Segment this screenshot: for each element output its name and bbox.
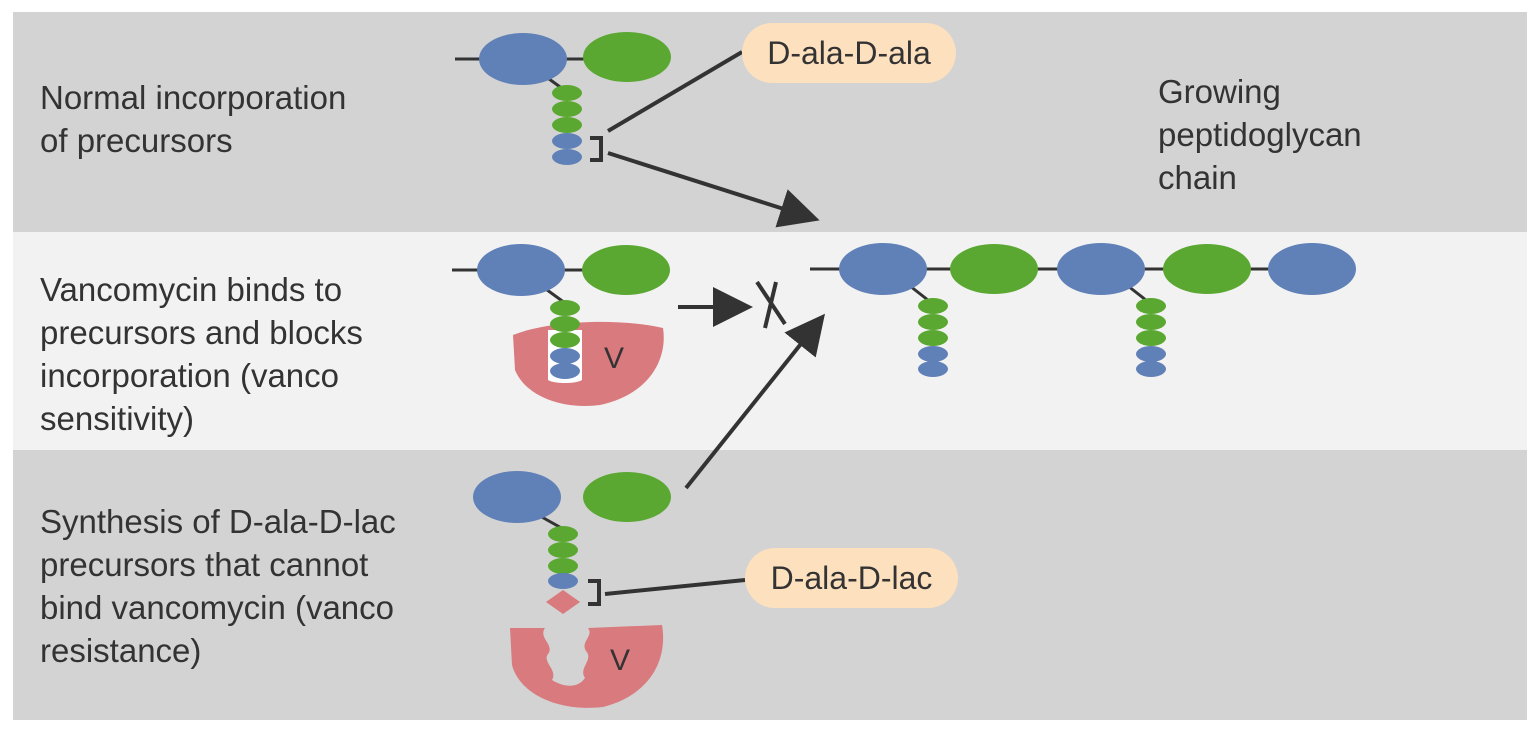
nag-sugar	[1163, 244, 1251, 294]
nam-sugar	[479, 33, 567, 85]
pill-leader-line	[606, 50, 744, 133]
peptide-residue	[552, 101, 582, 117]
peptide-residue	[548, 526, 578, 542]
d-ala-residue	[1136, 346, 1166, 362]
pill-leader-line	[604, 578, 746, 596]
nam-sugar	[1268, 243, 1356, 295]
caption-normal-incorporation: Normal incorporation of precursors	[40, 76, 346, 162]
vancomycin-symbol: V	[604, 342, 624, 375]
incorporation-arrow	[607, 151, 820, 228]
d-ala-d-lac-label: D-ala-D-lac	[745, 548, 958, 608]
vancomycin-symbol: V	[610, 644, 630, 677]
peptide-residue	[1136, 314, 1166, 330]
peptide-residue	[550, 332, 580, 348]
nam-sugar	[1057, 243, 1145, 295]
peptide-residue	[918, 314, 948, 330]
peptide-residue	[918, 298, 948, 314]
caption-line: Vancomycin binds to	[40, 271, 343, 308]
resistant-precursor: V	[473, 313, 825, 708]
peptide-residue	[918, 330, 948, 346]
normal-precursor	[455, 32, 820, 228]
d-ala-residue	[552, 149, 582, 165]
d-lac-residue	[546, 590, 580, 614]
incorporation-arrow	[684, 313, 825, 490]
caption-line: Normal incorporation	[40, 79, 347, 116]
nam-sugar	[839, 243, 927, 295]
caption-line: resistance)	[40, 632, 202, 669]
caption-line: bind vancomycin (vanco	[40, 589, 395, 626]
peptide-residue	[552, 85, 582, 101]
peptide-residue	[550, 316, 580, 332]
caption-line: of precursors	[40, 122, 233, 159]
peptide-residue	[548, 558, 578, 574]
vancomycin-molecule	[513, 321, 664, 406]
d-ala-residue	[548, 573, 578, 589]
block-x-icon	[755, 280, 787, 329]
d-ala-residue	[1136, 361, 1166, 377]
caption-line: precursors and blocks	[40, 314, 363, 351]
caption-line: incorporation (vanco	[40, 357, 339, 394]
caption-vanco-resistance: Synthesis of D-ala-D-lac precursors that…	[40, 500, 396, 672]
peptide-residue	[552, 117, 582, 133]
terminal-bracket	[588, 579, 601, 606]
nag-sugar	[583, 32, 671, 82]
chain-label-line: Growing	[1158, 73, 1281, 110]
peptide-residue	[1136, 330, 1166, 346]
vancomycin-molecule	[510, 625, 664, 708]
peptide-residue	[548, 542, 578, 558]
vancomycin-bound-precursor: V	[452, 244, 787, 406]
nag-sugar	[950, 244, 1038, 294]
chain-label-line: peptidoglycan	[1158, 116, 1362, 153]
d-ala-residue	[552, 133, 582, 149]
terminal-bracket	[590, 136, 603, 162]
peptide-residue	[550, 300, 580, 316]
d-ala-residue	[918, 361, 948, 377]
caption-vanco-sensitivity: Vancomycin binds to precursors and block…	[40, 268, 363, 440]
d-ala-residue	[550, 363, 580, 379]
chain-label-line: chain	[1158, 159, 1237, 196]
d-ala-residue	[550, 348, 580, 364]
nag-sugar	[582, 245, 670, 295]
d-ala-residue	[918, 346, 948, 362]
caption-line: sensitivity)	[40, 400, 195, 437]
caption-line: precursors that cannot	[40, 546, 369, 583]
nam-sugar	[477, 244, 565, 296]
caption-line: Synthesis of D-ala-D-lac	[40, 503, 396, 540]
growing-chain-label: Growing peptidoglycan chain	[1158, 70, 1362, 199]
peptidoglycan-chain	[810, 243, 1356, 377]
peptide-residue	[1136, 298, 1166, 314]
nam-sugar	[473, 471, 561, 523]
nag-sugar	[583, 472, 671, 522]
d-ala-d-ala-label: D-ala-D-ala	[742, 23, 956, 83]
